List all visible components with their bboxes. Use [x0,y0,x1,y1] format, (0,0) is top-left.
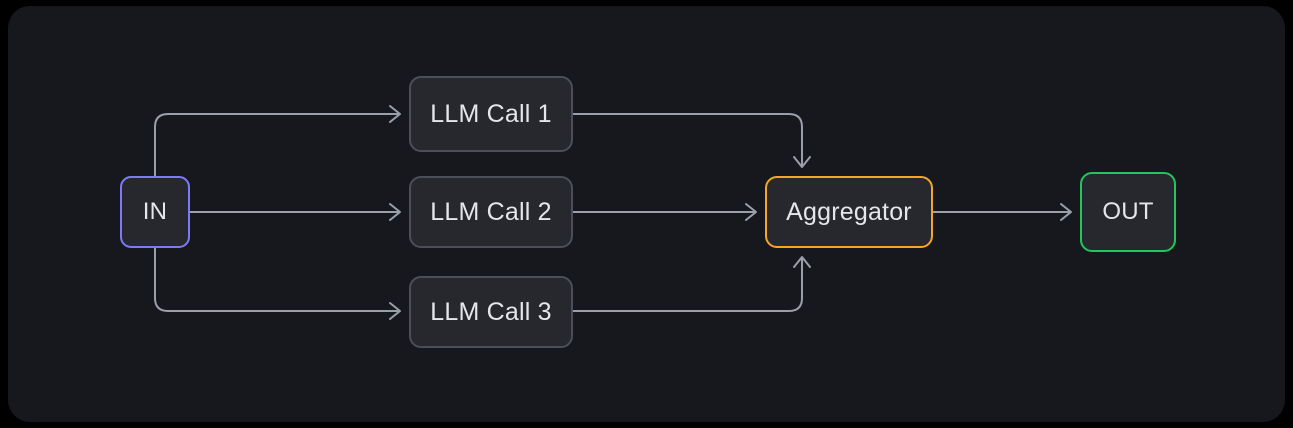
node-llm-call-1[interactable]: LLM Call 1 [409,76,573,152]
arrowhead-call3-to-agg [793,256,811,268]
node-llm-call-3-label: LLM Call 3 [430,297,552,326]
edge-in-to-call1 [154,113,400,177]
node-aggregator-label: Aggregator [786,197,912,226]
node-llm-call-2[interactable]: LLM Call 2 [409,176,573,248]
arrowhead-call2-to-agg [745,203,757,221]
node-aggregator[interactable]: Aggregator [765,176,933,248]
node-llm-call-2-label: LLM Call 2 [430,197,552,226]
node-in[interactable]: IN [120,176,190,248]
edge-in-to-call3 [154,247,400,312]
edge-call3-to-agg [572,257,803,312]
arrowhead-in-to-call2 [389,203,401,221]
diagram-canvas [8,6,1285,422]
arrowhead-call1-to-agg [793,156,811,168]
edge-call1-to-agg [572,113,803,167]
arrowhead-agg-to-out [1060,203,1072,221]
node-in-label: IN [142,198,168,225]
arrowhead-in-to-call3 [389,302,401,320]
node-llm-call-3[interactable]: LLM Call 3 [409,276,573,348]
arrowhead-in-to-call1 [389,105,401,123]
node-out-label: OUT [1102,198,1154,225]
node-out[interactable]: OUT [1080,172,1176,252]
node-llm-call-1-label: LLM Call 1 [430,99,552,128]
